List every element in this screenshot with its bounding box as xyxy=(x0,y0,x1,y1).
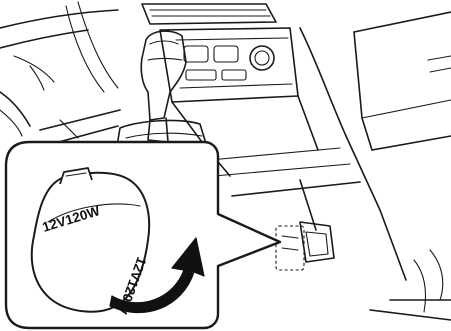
gear-shift-lever xyxy=(116,31,208,157)
center-vent-panel xyxy=(142,4,298,102)
accessory-socket-location xyxy=(276,222,334,270)
dashboard-lines xyxy=(0,2,118,136)
right-door-panel xyxy=(354,12,451,320)
